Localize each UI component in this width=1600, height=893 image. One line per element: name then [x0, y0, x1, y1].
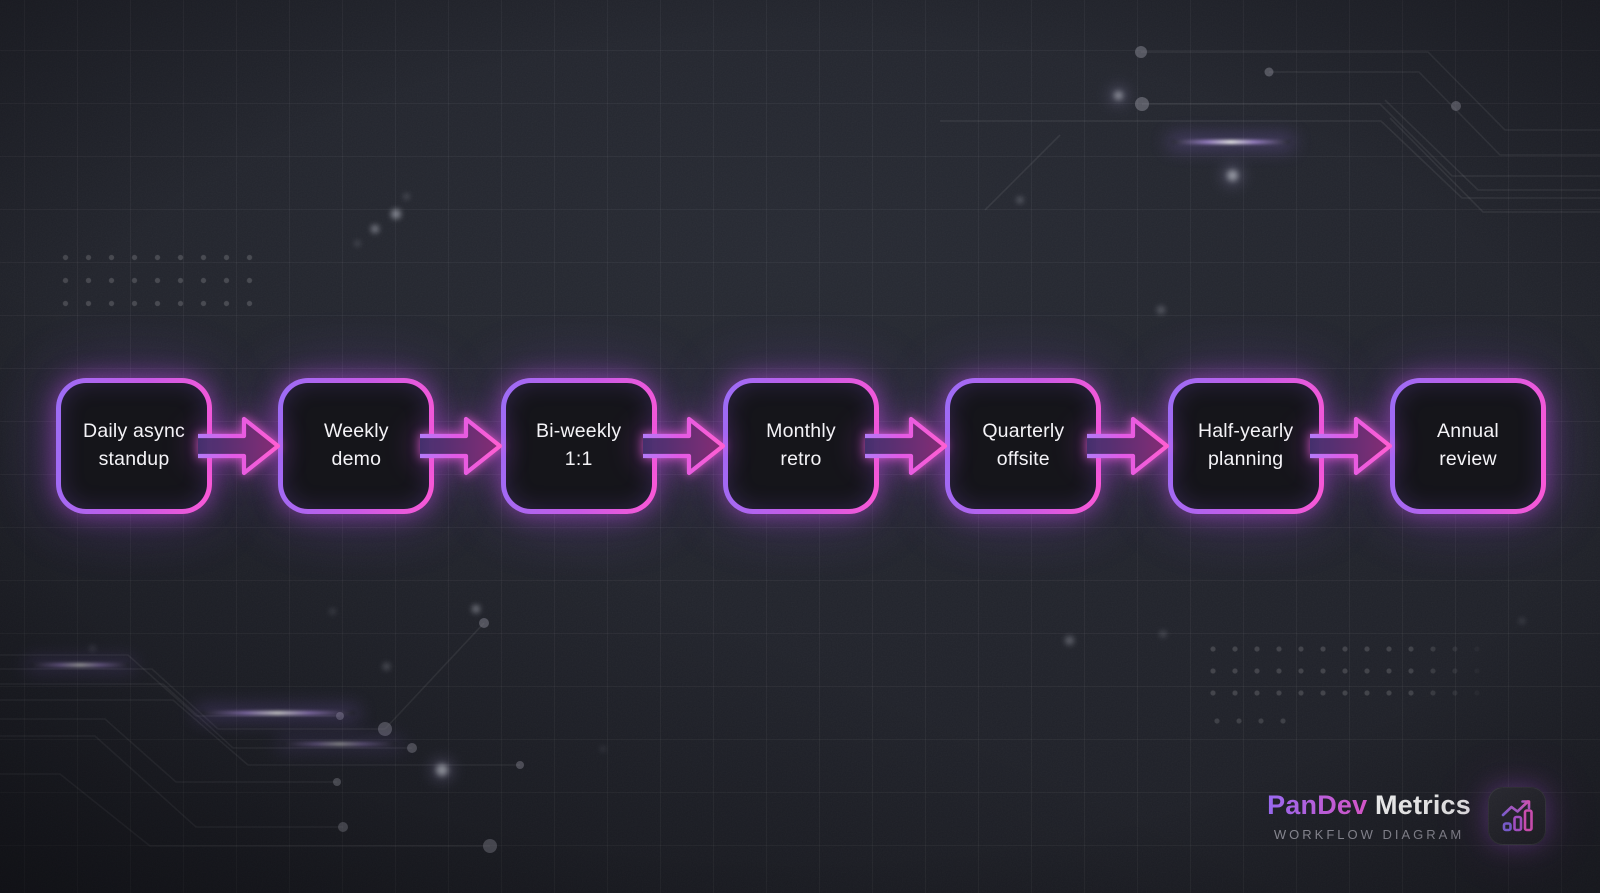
brand-lockup: PanDev Metrics WORKFLOW DIAGRAM [1267, 787, 1546, 845]
step-label-line2: review [1439, 448, 1497, 470]
brand-name-primary: PanDev [1267, 790, 1368, 820]
brand-name: PanDev Metrics [1267, 790, 1471, 821]
arrow-right-icon [198, 416, 281, 476]
workflow-step-biweekly-1-1: Bi-weekly 1:1 [500, 378, 657, 514]
brand-tagline: WORKFLOW DIAGRAM [1273, 827, 1465, 842]
step-label-line1: Annual [1437, 420, 1499, 443]
step-label-line1: Monthly [766, 420, 836, 443]
step-label-line1: Daily async [83, 420, 185, 443]
step-label: Annual review [1394, 383, 1541, 509]
arrow-right-icon [420, 416, 503, 476]
connector-slot [420, 378, 503, 514]
workflow-step-half-yearly-planning: Half-yearly planning [1167, 378, 1324, 514]
arrow-right-icon [864, 416, 948, 476]
connector-slot [1087, 378, 1170, 514]
brand-name-secondary: Metrics [1375, 790, 1471, 820]
arrow-right-icon [642, 416, 725, 476]
workflow-step-annual-review: Annual review [1389, 378, 1546, 514]
step-label-line2: planning [1207, 448, 1284, 470]
step-label: Half-yearly planning [1172, 383, 1319, 509]
step-label-line2: retro [780, 448, 822, 470]
workflow-step-daily-async-standup: Daily async standup [56, 378, 212, 514]
arrow-right-icon [1087, 416, 1170, 476]
step-label: Monthly retro [727, 383, 874, 509]
connector-slot [1309, 378, 1392, 514]
workflow-row: Daily async standup Weekly demo [56, 378, 1546, 514]
workflow-step-monthly-retro: Monthly retro [722, 378, 879, 514]
arrow-right-icon [1309, 416, 1392, 476]
step-label-line1: Quarterly [982, 420, 1065, 443]
workflow-step-quarterly-offsite: Quarterly offsite [945, 378, 1102, 514]
step-label-line1: Weekly [323, 420, 389, 443]
bar-chart-trend-icon [1501, 800, 1533, 832]
step-label: Quarterly offsite [950, 383, 1097, 509]
connector-slot [198, 378, 281, 514]
connector-slot [642, 378, 725, 514]
step-label-line2: 1:1 [564, 448, 593, 470]
step-label: Daily async standup [61, 383, 207, 509]
brand-icon-tile [1488, 787, 1546, 845]
step-label-line1: Half-yearly [1197, 420, 1294, 443]
step-label-line2: demo [331, 448, 382, 470]
step-label: Weekly demo [283, 383, 430, 509]
step-label-line1: Bi-weekly [536, 420, 622, 443]
connector-slot [864, 378, 948, 514]
step-label-line2: offsite [996, 448, 1050, 470]
step-label: Bi-weekly 1:1 [505, 383, 652, 509]
brand-text: PanDev Metrics WORKFLOW DIAGRAM [1267, 790, 1471, 842]
workflow-step-weekly-demo: Weekly demo [278, 378, 435, 514]
step-label-line2: standup [98, 448, 170, 470]
